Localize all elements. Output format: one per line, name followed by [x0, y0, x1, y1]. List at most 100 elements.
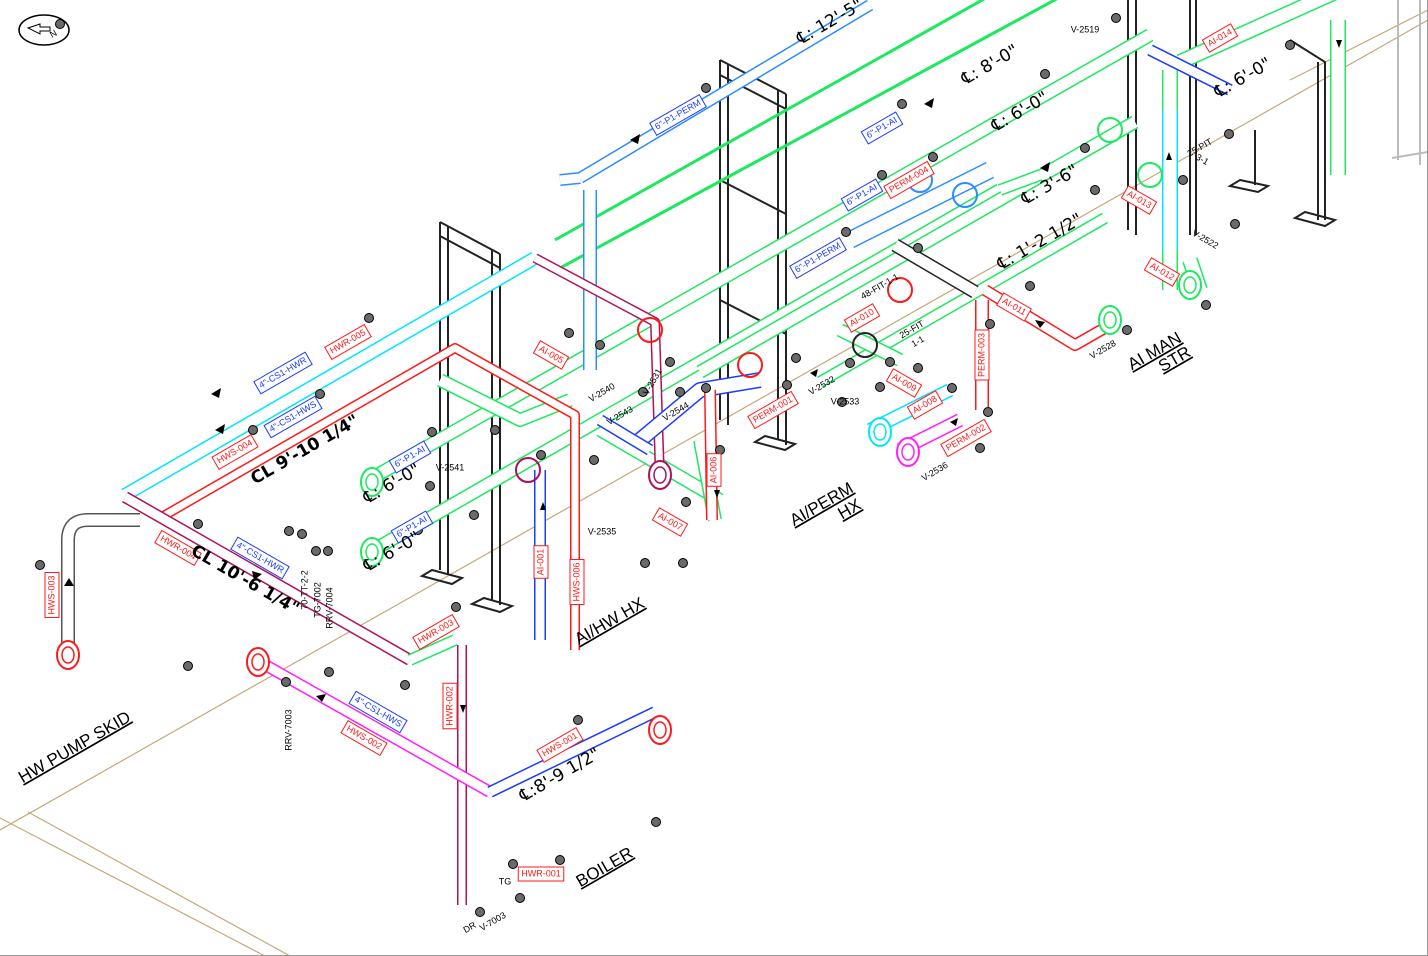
pipe-run — [817, 212, 1108, 388]
pipe-supports — [419, 0, 1427, 614]
tag-bubble — [897, 99, 907, 109]
tag-bubble — [681, 497, 691, 507]
tag-box — [747, 390, 799, 430]
tag-box — [843, 303, 881, 333]
pipe-flange — [896, 437, 920, 467]
tag-bubble — [975, 443, 985, 453]
valve-icon — [737, 352, 763, 378]
instrument-tag: V-2535 — [588, 526, 617, 536]
instrument-tag: RRV-7003 — [283, 709, 293, 750]
valve-icon — [1137, 162, 1163, 188]
tag-bubble — [573, 715, 583, 725]
pipe-run — [122, 491, 413, 666]
tag-box — [211, 434, 259, 470]
tag-bubble — [782, 380, 792, 390]
tag-box — [517, 866, 565, 882]
label-text: RRV-7004 — [324, 587, 334, 628]
area-label: HW PUMP SKID — [15, 707, 134, 787]
tag-bubble — [400, 680, 410, 690]
tag-bubble — [913, 243, 923, 253]
line-tag: AI-005 — [532, 340, 570, 370]
tag-box — [154, 529, 202, 567]
label-text: V-2541 — [436, 462, 465, 472]
tag-bubble — [837, 397, 847, 407]
valve-icon — [852, 332, 878, 358]
tag-bubble — [675, 387, 685, 397]
tag-bubble — [475, 907, 485, 917]
line-tag: PERM-001 — [747, 390, 799, 430]
tag-bubble — [1224, 129, 1234, 139]
valve-icon — [515, 457, 541, 483]
valve-icon — [637, 317, 663, 343]
pipe-run — [997, 169, 1043, 196]
tag-bubble — [1230, 219, 1240, 229]
instrument-tag: DR — [462, 920, 479, 935]
tag-bubble — [947, 383, 957, 393]
tag-box — [789, 236, 847, 280]
area-label: BOILER — [573, 843, 637, 891]
label-text: AI-006 — [708, 457, 718, 484]
pipe-run — [1147, 44, 1233, 96]
tag-bubble — [701, 83, 711, 93]
label-text: AI-001 — [535, 549, 545, 576]
tag-box — [706, 453, 722, 487]
tag-bubble — [183, 661, 193, 671]
instrument-tag: V-2533 — [831, 396, 860, 406]
label-text: HW PUMP SKID — [15, 707, 134, 787]
dimension-label: CL 9'-10 1/4" — [247, 411, 362, 489]
compass-north-label: N — [48, 28, 59, 40]
label-text: 70-TT-2-2 — [299, 570, 309, 610]
pipe-run — [634, 372, 762, 447]
tag-box — [649, 93, 707, 137]
dimension-label: ℄: 12'-5" — [792, 0, 866, 49]
pipe-run — [559, 172, 581, 186]
tag-box — [885, 368, 923, 398]
tag-box — [324, 323, 372, 361]
tag-bubble — [877, 170, 887, 180]
tag-bubble — [508, 859, 518, 869]
label-text: HWR-001 — [521, 868, 561, 878]
tag-bubble — [193, 519, 203, 529]
tag-bubble — [983, 407, 993, 417]
label-text: 4"-CS1-HWR — [257, 355, 309, 391]
pipe-flange — [1178, 270, 1202, 300]
tag-bubble — [665, 357, 675, 367]
tag-box — [569, 558, 585, 606]
label-text: TG-7002 — [312, 582, 322, 618]
tag-bubble — [324, 667, 334, 677]
instrument-tag: 1-1 — [910, 334, 926, 349]
line-tag: AI-009 — [885, 368, 923, 398]
tag-bubble — [1122, 325, 1132, 335]
tag-bubble — [515, 893, 525, 903]
tag-bubble — [1201, 300, 1211, 310]
tag-bubble — [1178, 175, 1188, 185]
valve-icon — [1097, 117, 1123, 143]
instrument-tag: TG — [499, 876, 512, 886]
line-tag: AI-006 — [706, 453, 722, 487]
tag-box — [940, 418, 992, 458]
tag-bubble — [651, 817, 661, 827]
instrument-tag: V-2541 — [436, 462, 465, 472]
tag-box — [253, 351, 313, 395]
tag-box — [390, 510, 434, 544]
pipe-flange — [360, 467, 384, 497]
tag-bubble — [564, 328, 574, 338]
tag-box — [348, 690, 408, 734]
tag-bubble — [427, 427, 437, 437]
label-text: V-2533 — [831, 396, 860, 406]
pipe-run — [157, 343, 580, 650]
line-tag: HWS-006 — [569, 558, 585, 606]
tag-bubble — [928, 152, 938, 162]
label-text: RRV-7003 — [283, 709, 293, 750]
pipe-flange — [360, 537, 384, 567]
tag-box — [974, 329, 990, 381]
pipe-flange — [648, 460, 672, 490]
tag-bubble — [297, 529, 307, 539]
tag-bubble — [1285, 40, 1295, 50]
tag-bubble — [845, 358, 855, 368]
label-text: HWR-002 — [444, 686, 454, 726]
line-tag: AI-001 — [533, 545, 549, 579]
tag-box — [388, 440, 432, 474]
tag-box — [340, 720, 388, 756]
